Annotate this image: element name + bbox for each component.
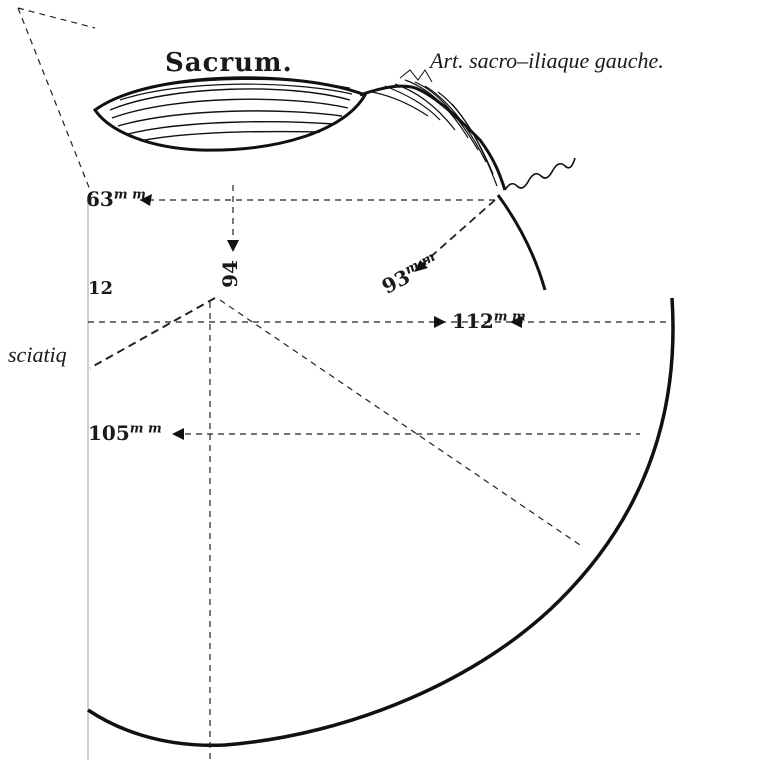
pointer-wavy-line	[504, 157, 576, 191]
arrow-63	[140, 194, 152, 206]
arrow-112-left	[434, 316, 446, 328]
line-diagonal	[219, 299, 581, 546]
measure-112-label: 112m m	[452, 309, 526, 333]
measure-105-unit: m m	[129, 421, 162, 437]
arrow-105	[172, 428, 184, 440]
sciatic-label: sciatiq	[8, 342, 67, 367]
sacroiliac-joint-label: Art. sacro–iliaque gauche.	[430, 48, 664, 73]
measure-94-label: 94	[217, 260, 242, 288]
measure-63-value: 63	[86, 187, 114, 211]
measure-112-unit: m m	[493, 309, 526, 325]
sacrum-shape	[92, 76, 368, 152]
construction-line-left	[17, 7, 93, 196]
arrow-112-right	[510, 316, 522, 328]
measure-12-label: 12	[88, 278, 114, 299]
measure-105-value: 105	[88, 421, 130, 445]
measure-112-value: 112	[452, 309, 494, 333]
sacroiliac-joint-shape	[359, 69, 507, 191]
line-93	[417, 199, 496, 269]
measure-63-unit: m m	[113, 187, 146, 203]
construction-line-top	[17, 7, 96, 29]
arrow-vertical	[227, 240, 239, 252]
measure-63-label: 63m m	[86, 187, 146, 211]
line-sciatic	[89, 297, 216, 369]
pelvic-outline-upper	[496, 194, 547, 291]
sacrum-label: Sacrum.	[165, 48, 293, 78]
measure-105-label: 105m m	[88, 421, 162, 445]
arrow-93	[414, 260, 428, 272]
pelvic-outline-lower	[87, 297, 675, 748]
